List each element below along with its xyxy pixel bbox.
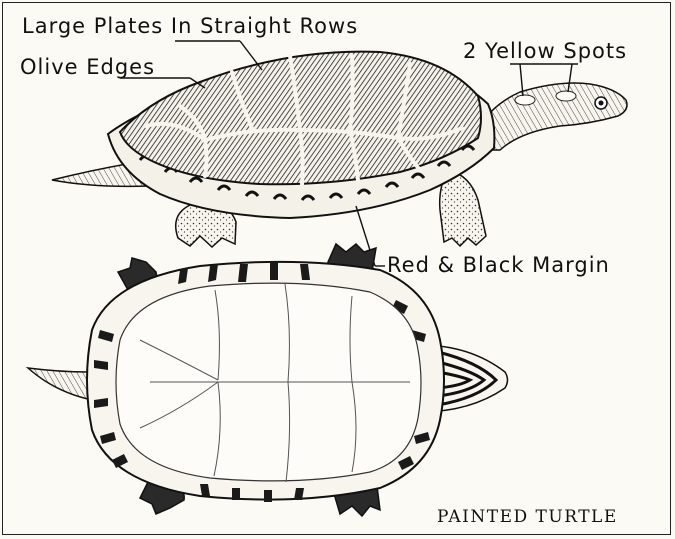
turtle-side-view (52, 52, 627, 247)
figure-caption: PAINTED TURTLE (437, 507, 618, 527)
label-large-plates: Large Plates In Straight Rows (22, 16, 358, 37)
underside-tail (28, 368, 92, 400)
label-olive-edges: Olive Edges (20, 57, 155, 78)
turtle-underside-view (28, 244, 508, 516)
label-red-black-margin: Red & Black Margin (387, 255, 610, 276)
yellow-spot-2 (556, 91, 576, 101)
yellow-spot-1 (515, 95, 535, 105)
label-yellow-spots: 2 Yellow Spots (463, 41, 627, 62)
